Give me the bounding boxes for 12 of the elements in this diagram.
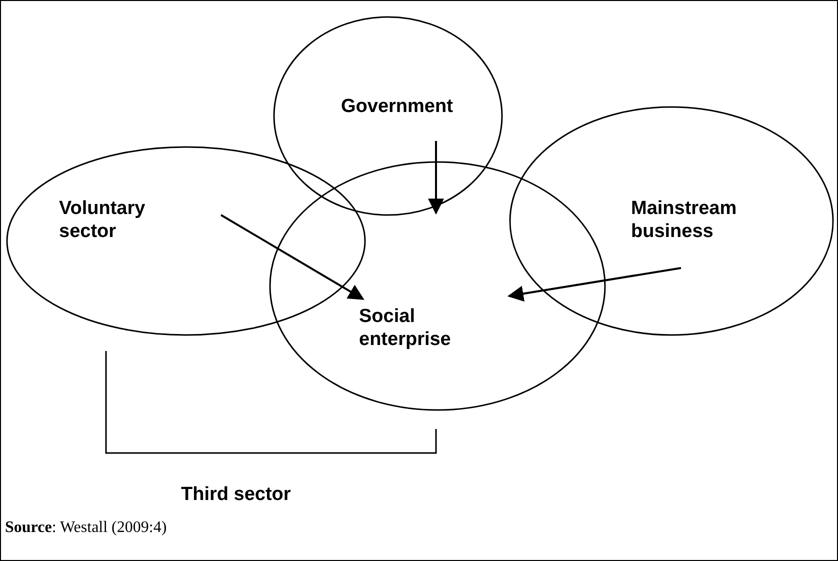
sector-ellipse — [273, 16, 503, 216]
arrow — [507, 267, 682, 302]
arrow — [220, 214, 364, 300]
sector-ellipse — [269, 161, 606, 411]
node-label: Mainstream business — [631, 197, 738, 243]
sector-ellipse — [509, 106, 834, 336]
node-label: Social enterprise — [359, 305, 452, 351]
source-caption: Source: Westall (2009:4) — [5, 519, 167, 537]
group-label: Third sector — [181, 484, 291, 506]
node-label: Government — [341, 95, 451, 118]
node-label: Voluntary sector — [59, 197, 146, 243]
arrow — [428, 141, 444, 215]
